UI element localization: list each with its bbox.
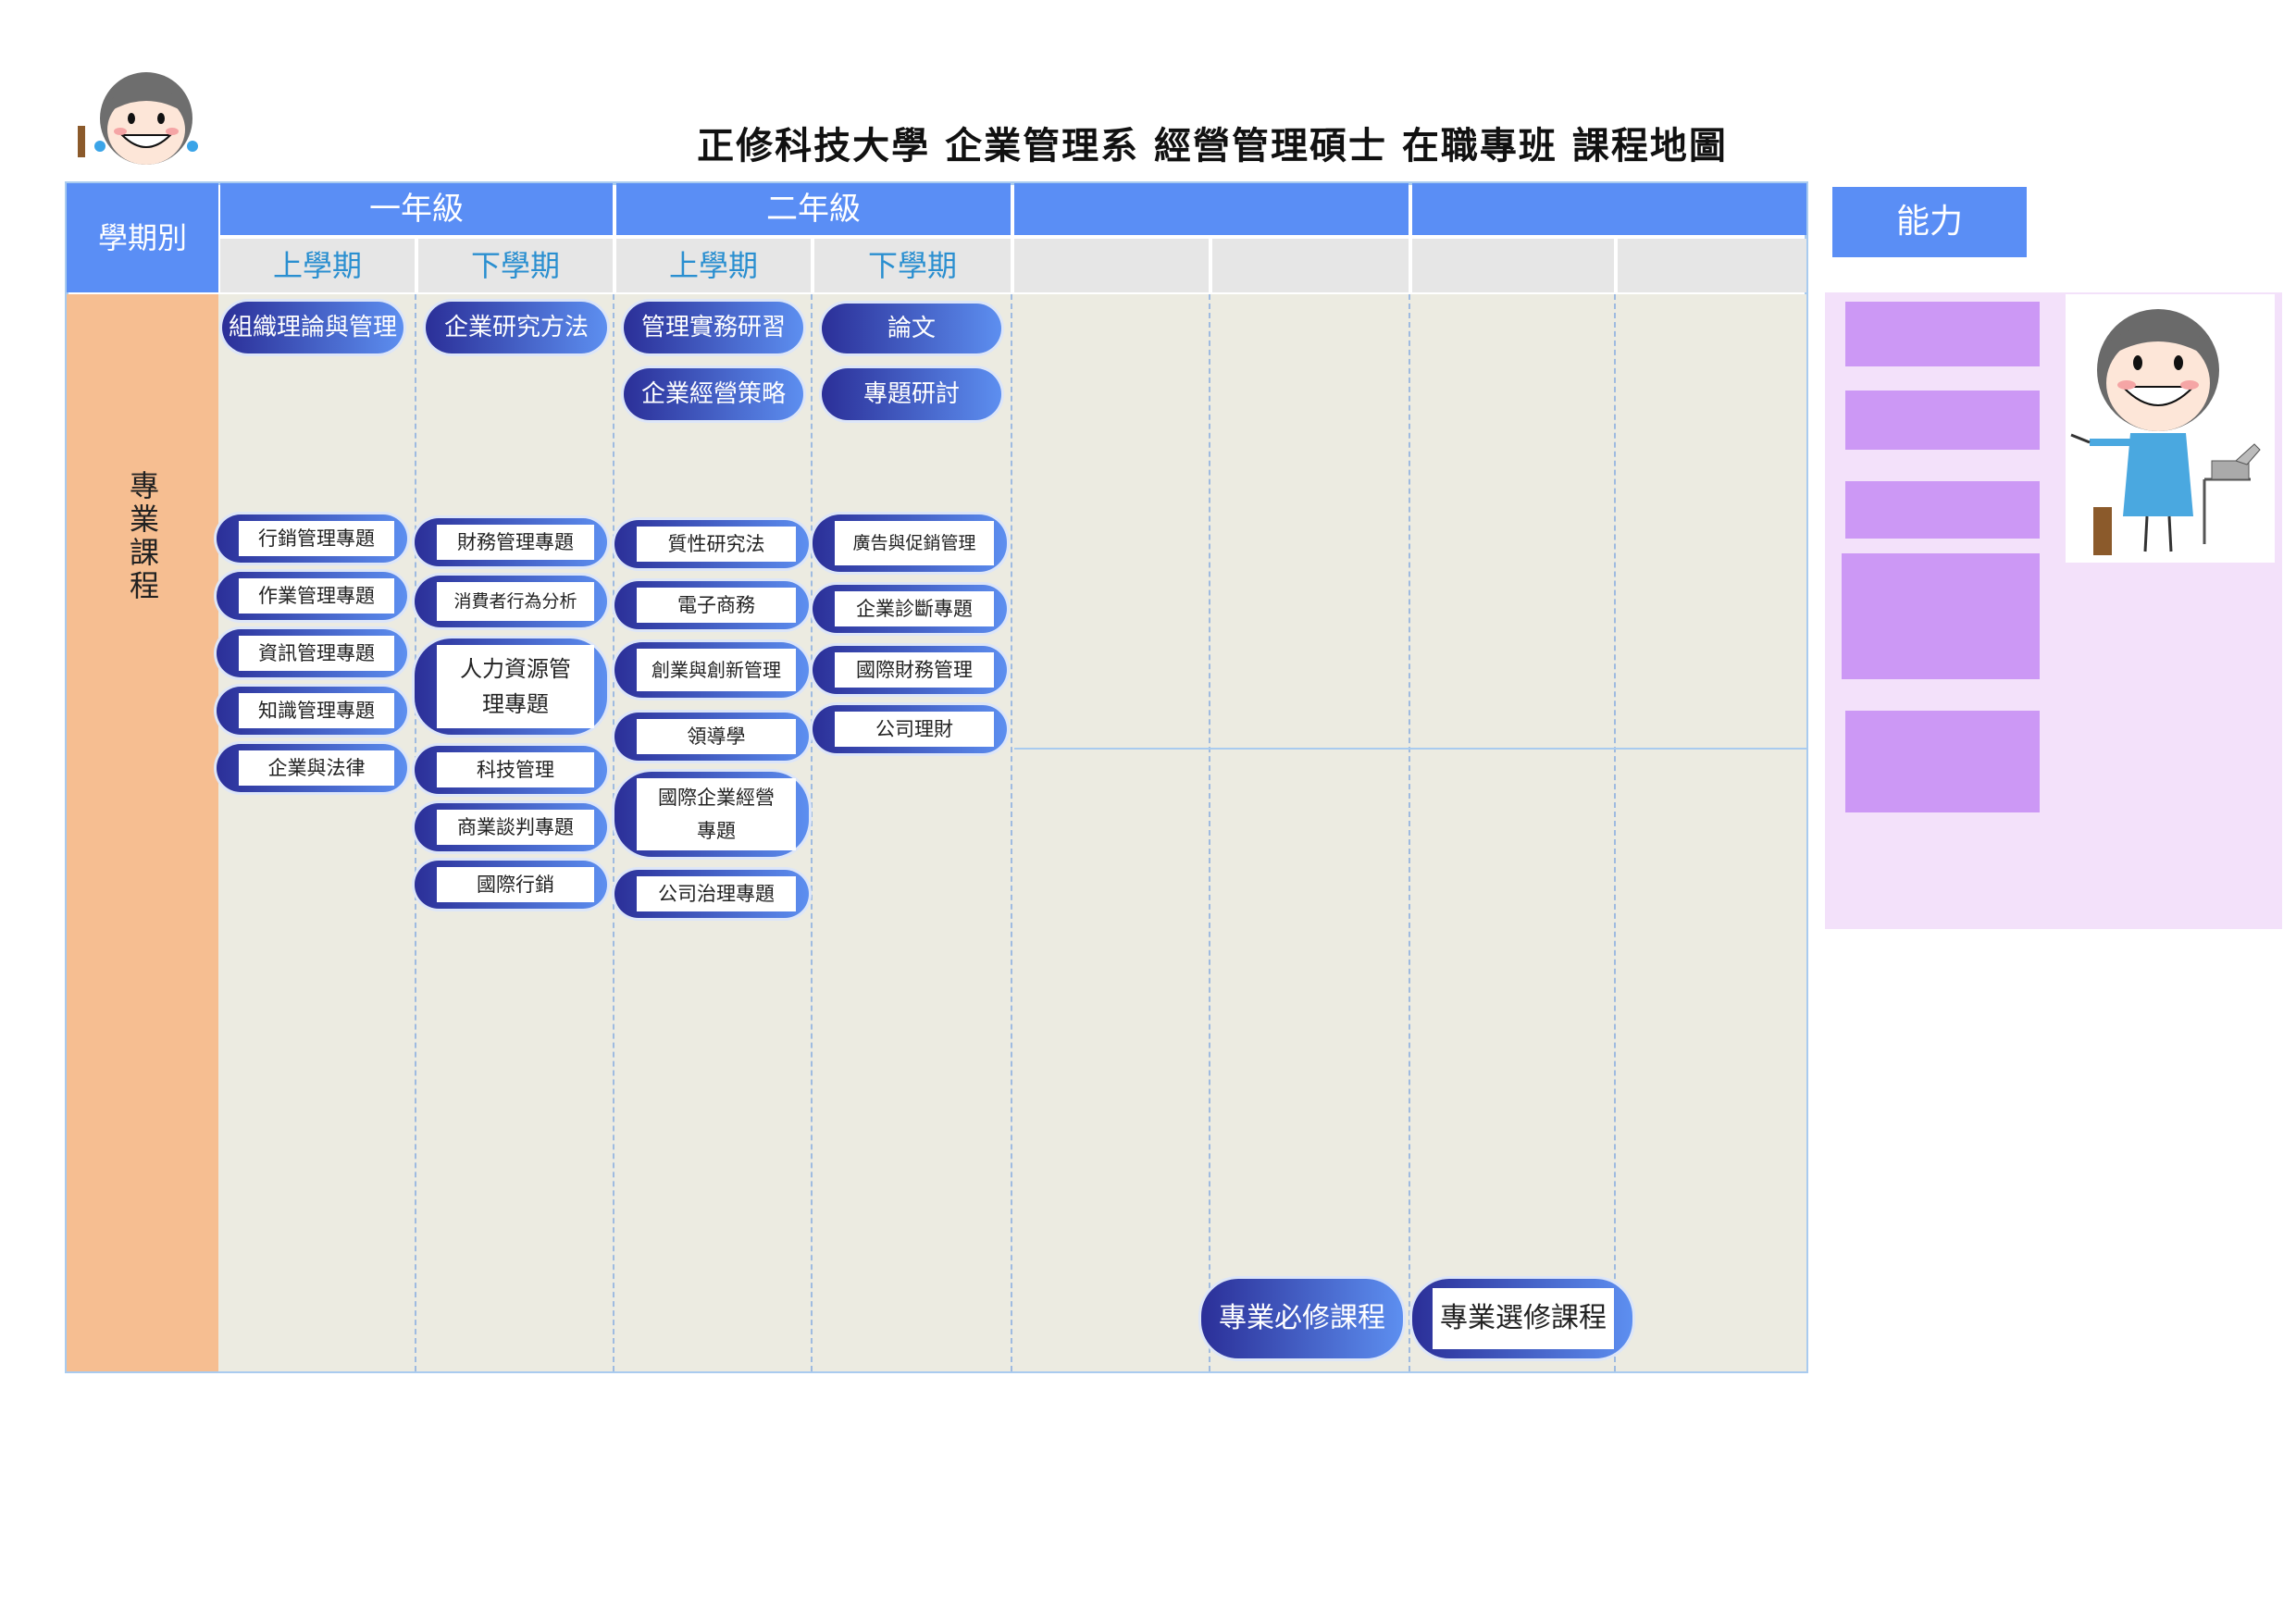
year-header-4 (1412, 183, 1806, 235)
semester-type-header: 學期別 (67, 183, 218, 292)
elective-course: 質性研究法 (614, 520, 809, 568)
year-header-3 (1014, 183, 1409, 235)
elective-course-label: 知識管理專題 (239, 693, 394, 728)
elective-course-label: 財務管理專題 (437, 525, 594, 560)
required-course: 專題研討 (822, 368, 1001, 420)
elective-course: 企業與法律 (217, 744, 407, 792)
column-divider (811, 294, 813, 1371)
ability-box (1845, 302, 2040, 366)
section-divider (1014, 748, 1808, 750)
elective-course: 領導學 (614, 713, 809, 761)
elective-course-label: 國際行銷 (437, 867, 594, 902)
elective-course-label: 國際財務管理 (835, 652, 994, 688)
elective-course: 國際行銷 (415, 861, 607, 909)
ability-box (1845, 391, 2040, 450)
elective-course-label: 電子商務 (637, 588, 796, 623)
elective-course-label: 科技管理 (437, 752, 594, 787)
ability-box (1845, 711, 2040, 812)
elective-course-label: 公司治理專題 (637, 876, 796, 911)
category-label: 專業課程 (67, 444, 218, 629)
elective-course: 知識管理專題 (217, 687, 407, 735)
required-course: 企業研究方法 (426, 302, 607, 353)
semester-header (1618, 239, 1806, 292)
required-course: 管理實務研習 (624, 302, 803, 353)
elective-course: 企業診斷專題 (813, 585, 1007, 633)
elective-course: 消費者行為分析 (415, 576, 607, 627)
elective-course-label: 消費者行為分析 (437, 582, 594, 621)
elective-course: 人力資源管理專題 (415, 638, 607, 735)
elective-course-label: 企業與法律 (239, 750, 394, 786)
cartoon-teacher-pointing-icon (2066, 294, 2275, 563)
semester-header (1412, 239, 1614, 292)
cartoon-boy-mascot-icon (74, 61, 204, 170)
ability-box (1845, 481, 2040, 539)
column-divider (1209, 294, 1210, 1371)
elective-course: 國際企業經營專題 (614, 772, 809, 857)
year-header-1: 一年級 (220, 183, 613, 235)
column-divider (1614, 294, 1616, 1371)
elective-course-label: 人力資源管理專題 (437, 645, 594, 728)
elective-course-label: 公司理財 (835, 712, 994, 747)
elective-course: 作業管理專題 (217, 572, 407, 620)
semester-header: 下學期 (418, 239, 613, 292)
column-divider (613, 294, 614, 1371)
semester-header: 下學期 (814, 239, 1011, 292)
semester-header: 上學期 (220, 239, 415, 292)
elective-course-label: 商業談判專題 (437, 810, 594, 845)
year-header-2: 二年級 (616, 183, 1011, 235)
elective-course-label: 作業管理專題 (239, 578, 394, 614)
elective-course: 商業談判專題 (415, 803, 607, 851)
semester-header (1212, 239, 1409, 292)
elective-course-label: 創業與創新管理 (637, 649, 796, 691)
column-divider (1409, 294, 1410, 1371)
elective-course: 電子商務 (614, 581, 809, 629)
legend-elective: 專業選修課程 (1412, 1279, 1632, 1358)
legend-elective-label: 專業選修課程 (1433, 1288, 1614, 1349)
elective-course: 資訊管理專題 (217, 629, 407, 677)
required-course: 組織理論與管理 (222, 302, 403, 353)
semester-header (1014, 239, 1209, 292)
category-label-text: 專業課程 (125, 470, 160, 603)
column-divider (1011, 294, 1012, 1371)
legend-required: 專業必修課程 (1201, 1279, 1403, 1358)
elective-course: 國際財務管理 (813, 646, 1007, 694)
elective-course-label: 行銷管理專題 (239, 521, 394, 556)
elective-course: 創業與創新管理 (614, 642, 809, 698)
elective-course: 廣告與促銷管理 (813, 514, 1007, 572)
ability-box (1842, 553, 2040, 679)
semester-header: 上學期 (616, 239, 811, 292)
page-title: 正修科技大學 企業管理系 經營管理碩士 在職專班 課程地圖 (697, 125, 1728, 167)
ability-header: 能力 (1832, 187, 2027, 257)
required-course: 論文 (822, 304, 1001, 353)
elective-course-label: 資訊管理專題 (239, 636, 394, 671)
elective-course-label: 企業診斷專題 (835, 591, 994, 626)
elective-course-label: 領導學 (637, 719, 796, 754)
category-column (67, 294, 218, 1371)
elective-course: 行銷管理專題 (217, 514, 407, 563)
elective-course: 公司理財 (813, 705, 1007, 753)
elective-course: 公司治理專題 (614, 870, 809, 918)
required-course: 企業經營策略 (624, 368, 803, 420)
elective-course-label: 廣告與促銷管理 (835, 521, 994, 565)
elective-course: 科技管理 (415, 746, 607, 794)
elective-course-label: 國際企業經營專題 (637, 778, 796, 850)
elective-course-label: 質性研究法 (637, 527, 796, 562)
elective-course: 財務管理專題 (415, 518, 607, 566)
